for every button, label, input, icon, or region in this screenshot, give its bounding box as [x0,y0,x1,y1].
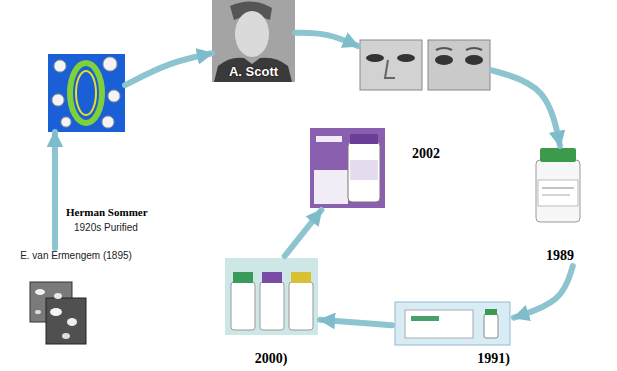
flow-arrow [125,53,212,85]
flow-arrow [52,132,58,248]
image-node: 2000) [222,256,320,368]
bacteria-photo [30,282,86,344]
vial-1989 [536,148,580,222]
flow-arrow [295,33,358,46]
node-caption: 2000) [255,351,288,367]
annotation-text: 1920s Purified [74,222,138,233]
image-node [358,38,492,92]
toxin-structure [48,54,125,132]
node-caption: 2002 [412,146,440,162]
node-caption: 1991) [477,351,510,367]
image-node: 1991) [392,300,514,368]
box-1991 [395,302,510,345]
node-caption: E. van Ermengem (1895) [20,250,132,261]
annotation-text: Herman Sommer [66,206,148,218]
box-2002 [310,128,385,208]
node-caption: A. Scott [229,64,278,79]
annotation: 1920s Purified [74,222,138,233]
image-node: 1989 [528,146,592,266]
flow-arrow [285,210,322,256]
flow-arrow [514,266,573,318]
node-caption: 1989 [546,248,574,264]
image-node: E. van Ermengem (1895) [5,248,147,348]
vials-2000 [225,258,318,335]
annotation: Herman Sommer [66,206,148,218]
flow-arrow [320,320,392,325]
image-node: A. Scott [212,0,295,82]
patient-eyes-photo [360,40,490,90]
flow-arrow [492,70,560,146]
image-node: 2002 [308,126,442,210]
scott-photo [212,0,295,82]
image-node [48,54,125,132]
